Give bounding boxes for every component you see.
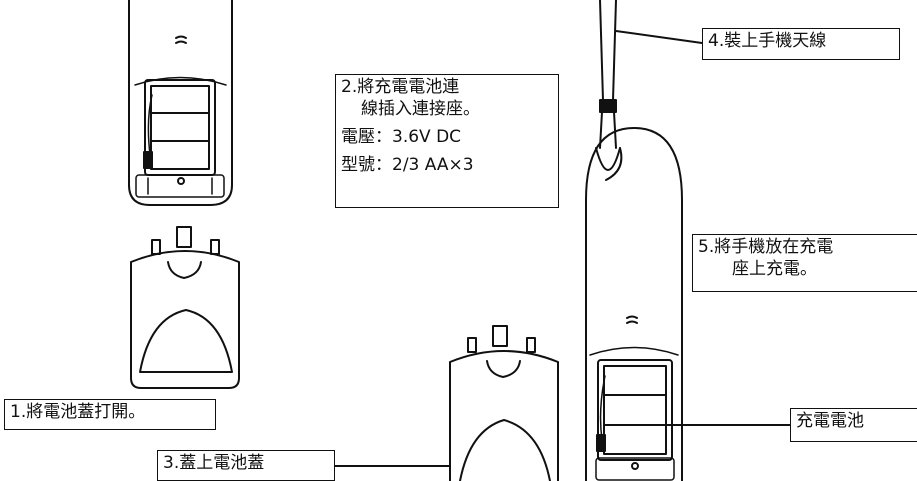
step2-label: 2.將充電電池連 線插入連接座。 電壓：3.6V DC 型號：2/3 AA×3 — [335, 74, 559, 208]
handset-open-back — [128, 0, 233, 206]
leader-step4 — [615, 30, 703, 44]
battery-cover-attaching — [449, 325, 559, 481]
battery-label: 充電電池 — [790, 408, 917, 442]
step1-label: 1.將電池蓋打開。 — [4, 399, 216, 430]
handset-with-antenna — [585, 0, 683, 481]
step3-label: 3.蓋上電池蓋 — [157, 450, 335, 481]
step4-label: 4.裝上手機天線 — [702, 28, 900, 60]
step5-label: 5.將手機放在充電 座上充電。 — [692, 234, 917, 292]
battery-cover-detached — [130, 226, 240, 389]
